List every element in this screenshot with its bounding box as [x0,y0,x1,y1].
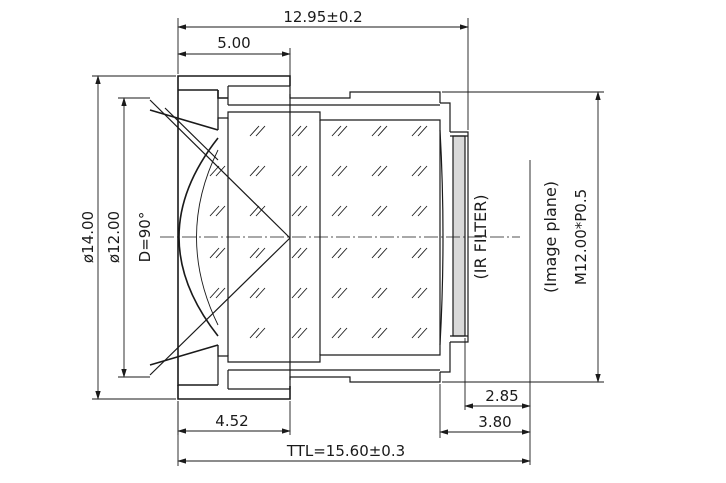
hatch-mark [371,125,382,137]
hatch-mark [249,165,260,177]
hatch-mark [249,205,260,217]
hatch-mark [255,247,266,259]
lens-body [149,75,469,400]
glass-hatching [209,125,428,339]
dim-front-length-label: 5.00 [217,34,250,52]
hatch-mark [331,287,342,299]
hatch-mark [209,205,220,217]
hatch-mark [377,165,388,177]
dim-ttl-label: TTL=15.60±0.3 [286,442,405,460]
fov-label: D=90° [136,212,154,263]
hatch-mark [255,125,266,137]
hatch-mark [377,247,388,259]
dim-back-focal-2-label: 3.80 [478,413,511,431]
hatch-mark [377,205,388,217]
hatch-mark [331,125,342,137]
hatch-mark [337,165,348,177]
hatch-mark [249,327,260,339]
hatch-mark [411,327,422,339]
dim-back-focal-1-label: 2.85 [485,387,518,405]
hatch-mark [215,287,226,299]
hatch-mark [249,287,260,299]
hatch-mark [331,205,342,217]
hatch-mark [297,327,308,339]
hatch-mark [337,327,348,339]
dim-ttl: TTL=15.60±0.3 [177,401,531,466]
hatch-mark [337,125,348,137]
hatch-mark [411,205,422,217]
dim-inner-diameter: ø12.00 [105,97,150,378]
hatch-mark [337,205,348,217]
hatch-mark [209,247,220,259]
hatch-mark [371,287,382,299]
hatch-mark [411,247,422,259]
hatch-mark [337,247,348,259]
hatch-mark [291,165,302,177]
hatch-mark [371,165,382,177]
image-plane-label: (Image plane) [541,181,560,293]
hatch-mark [377,287,388,299]
hatch-mark [297,205,308,217]
thread-label: M12.00*P0.5 [572,189,590,285]
hatch-mark [411,165,422,177]
hatch-mark [255,205,266,217]
hatch-mark [209,287,220,299]
hatch-mark [417,327,428,339]
hatch-mark [417,287,428,299]
hatch-mark [417,165,428,177]
ir-filter [450,135,468,337]
dim-overall-length: 12.95±0.2 [177,8,469,130]
hatch-mark [255,165,266,177]
hatch-mark [297,247,308,259]
hatch-mark [209,165,220,177]
hatch-mark [337,287,348,299]
hatch-mark [417,205,428,217]
hatch-mark [331,247,342,259]
dim-outer-diameter-label: ø14.00 [79,211,97,263]
hatch-mark [291,287,302,299]
hatch-mark [297,287,308,299]
hatch-mark [297,125,308,137]
hatch-mark [331,327,342,339]
hatch-mark [297,165,308,177]
hatch-mark [417,247,428,259]
hatch-mark [331,165,342,177]
hatch-mark [291,247,302,259]
hatch-mark [377,327,388,339]
hatch-mark [215,165,226,177]
hatch-mark [291,205,302,217]
dim-front-length: 5.00 [177,34,291,76]
hatch-mark [255,327,266,339]
hatch-mark [371,327,382,339]
dim-thread [442,91,604,383]
dim-back-focal-2: 3.80 [439,384,531,438]
hatch-mark [249,247,260,259]
dim-overall-length-label: 12.95±0.2 [283,8,362,26]
dim-flange-length-label: 4.52 [215,412,248,430]
hatch-mark [249,125,260,137]
dim-back-focal-1: 2.85 [464,338,531,410]
dim-flange-length: 4.52 [177,401,291,435]
hatch-mark [417,125,428,137]
hatch-mark [411,125,422,137]
hatch-mark [371,205,382,217]
hatch-mark [291,327,302,339]
dim-inner-diameter-label: ø12.00 [105,211,123,263]
dim-outer-diameter: ø14.00 [79,75,176,400]
hatch-mark [255,287,266,299]
hatch-mark [411,287,422,299]
hatch-mark [291,125,302,137]
hatch-mark [215,247,226,259]
hatch-mark [215,205,226,217]
hatch-mark [371,247,382,259]
ir-filter-label: (IR FILTER) [471,194,490,279]
hatch-mark [377,125,388,137]
